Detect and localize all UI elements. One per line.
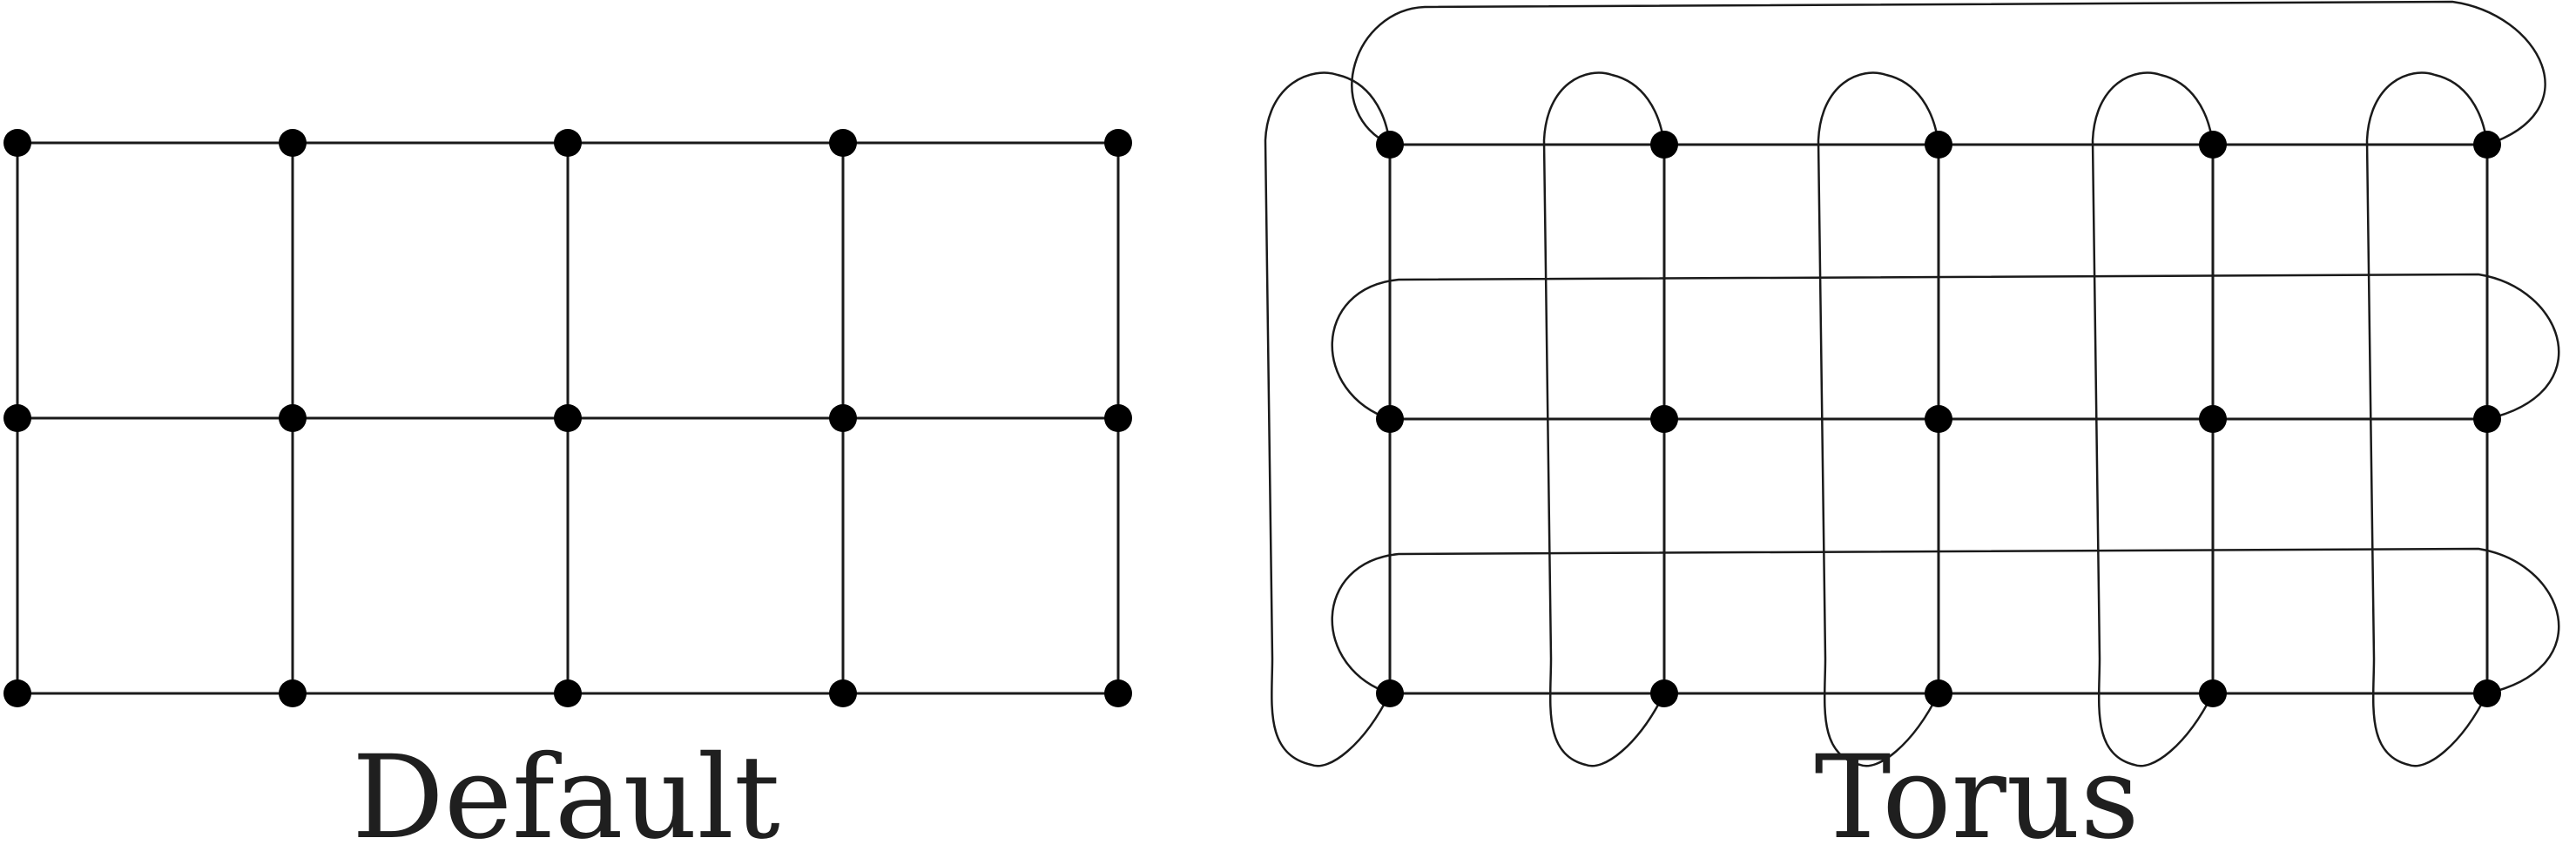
torus-caption: Torus (1814, 731, 2140, 865)
default-node-0-3 (829, 129, 857, 157)
torus-col-wrap-edge-2 (1817, 71, 1940, 767)
torus-node-2-4 (2473, 679, 2501, 707)
torus-col-wrap-edge-1 (1542, 71, 1666, 767)
torus-node-2-3 (2199, 679, 2227, 707)
torus-row-wrap-edge-2 (1331, 547, 2560, 695)
torus-node-0-2 (1925, 131, 1952, 159)
torus-col-wrap-edge-4 (2365, 71, 2489, 767)
default-node-1-1 (279, 404, 307, 432)
default-node-0-0 (3, 129, 31, 157)
torus-node-1-2 (1925, 405, 1952, 433)
torus-node-0-4 (2473, 131, 2501, 159)
default-node-0-4 (1104, 129, 1132, 157)
torus-node-2-1 (1650, 679, 1678, 707)
default-node-1-0 (3, 404, 31, 432)
default-node-0-1 (279, 129, 307, 157)
default-node-1-3 (829, 404, 857, 432)
torus-node-1-1 (1650, 405, 1678, 433)
torus-row-wrap-edge-1 (1331, 273, 2560, 421)
torus-node-0-3 (2199, 131, 2227, 159)
torus-node-0-0 (1376, 131, 1404, 159)
default-node-1-4 (1104, 404, 1132, 432)
default-node-2-1 (279, 679, 307, 707)
default-grid-panel (3, 129, 1132, 707)
torus-row-wrap-edge-0 (1351, 0, 2546, 146)
torus-node-1-4 (2473, 405, 2501, 433)
torus-node-1-0 (1376, 405, 1404, 433)
default-node-2-4 (1104, 679, 1132, 707)
torus-grid-panel (1264, 0, 2560, 767)
torus-node-2-0 (1376, 679, 1404, 707)
default-node-2-2 (554, 679, 582, 707)
torus-node-1-3 (2199, 405, 2227, 433)
torus-col-wrap-edge-3 (2091, 71, 2215, 767)
default-node-2-0 (3, 679, 31, 707)
torus-node-0-1 (1650, 131, 1678, 159)
torus-col-wrap-edge-0 (1264, 71, 1392, 767)
default-node-0-2 (554, 129, 582, 157)
default-node-1-2 (554, 404, 582, 432)
torus-node-2-2 (1925, 679, 1952, 707)
default-node-2-3 (829, 679, 857, 707)
default-caption: Default (352, 731, 780, 865)
